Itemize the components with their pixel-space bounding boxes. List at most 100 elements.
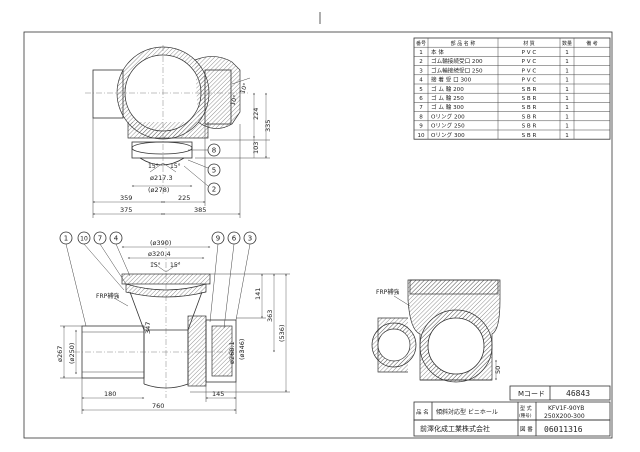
front-right-socket: [205, 319, 237, 383]
parts-table-cell: P V C: [522, 59, 537, 65]
top-body-base: [127, 122, 209, 139]
tb-company-row: [413, 419, 611, 437]
top-angle-mark-line: [231, 77, 251, 85]
parts-table-cell: ゴム輪接続受口 250: [431, 66, 483, 74]
top-dim-225: 225: [178, 194, 190, 202]
side-top-rim: [409, 279, 499, 295]
side-frp-label: FRP補強: [376, 288, 399, 296]
parts-table-cell: 1: [565, 78, 569, 84]
top-angle-10-a: 10°: [229, 94, 239, 106]
top-view: 15° 15° ø217.3 (ø278) 224 335 103 10° 10…: [85, 45, 272, 218]
front-leader-7: [99, 243, 127, 285]
front-dim-180: 180: [104, 390, 116, 398]
parts-table-cell: 本 体: [431, 48, 444, 56]
front-dim-320: ø320.4: [148, 250, 171, 258]
front-dim-347: 347: [144, 322, 152, 334]
front-balloon-1-label: 1: [64, 235, 68, 243]
top-balloon-8-label: 8: [212, 147, 216, 155]
front-right-socket-wall: [187, 315, 207, 387]
top-angle-line-r: [162, 162, 177, 173]
top-dim-224: 224: [252, 108, 260, 120]
top-dim-dia-outer: (ø278): [148, 186, 169, 194]
side-dim-50: 50: [494, 366, 502, 374]
parts-table-cell: Oリング 300: [431, 131, 465, 139]
top-balloon-2: [207, 182, 221, 196]
tb-model-label-2: (種号): [519, 412, 532, 419]
parts-table-cell: 5: [419, 87, 423, 93]
front-dim-346: (ø346): [238, 339, 246, 360]
parts-table-cell: Oリング 250: [431, 122, 465, 130]
front-angle-line-r: [165, 261, 181, 273]
front-balloons: 1 10 7 4 9 6 3: [59, 231, 257, 329]
front-leader-9: [209, 243, 219, 323]
front-balloon-4-label: 4: [114, 235, 119, 243]
parts-table-cell: S B R: [522, 114, 537, 120]
top-dim-359: 359: [120, 194, 132, 202]
parts-table-cell: P V C: [522, 78, 537, 84]
front-right-socket-ring: [211, 325, 233, 377]
parts-table-cell: 1: [565, 124, 569, 130]
parts-table-cell: ゴム輪接続受口 200: [431, 57, 483, 65]
top-dim-103: 103: [252, 142, 260, 154]
top-angle-right: 15°: [170, 163, 181, 170]
front-dim-536: (536): [278, 325, 286, 342]
parts-table-cell: 1: [565, 50, 569, 56]
front-dim-145: 145: [212, 390, 224, 398]
front-leader-1: [65, 243, 87, 327]
top-right-branch: [194, 56, 241, 129]
parts-table-cell: P V C: [522, 68, 537, 74]
top-balloon-8: [207, 143, 221, 157]
front-view: (ø390) ø320.4 15° 15° 347 141 363 (536) …: [56, 231, 290, 414]
front-dim-267: ø267: [56, 346, 64, 362]
top-balloon-2-label: 2: [212, 186, 216, 194]
tb-model-value-1: KFV1F-90YB: [548, 405, 584, 412]
front-dim-760: 760: [152, 402, 164, 410]
top-dim-dia: ø217.3: [150, 174, 173, 182]
parts-table-cell: 1: [565, 59, 569, 65]
side-frp-leader: [393, 295, 411, 307]
front-leader-6: [223, 243, 235, 329]
parts-table-cell: 1: [565, 87, 569, 93]
tb-company: 前澤化成工業株式会社: [420, 424, 490, 433]
tb-drawing-no: 06011316: [544, 425, 583, 434]
parts-table-cell: S B R: [522, 87, 537, 93]
parts-table-cell: 6: [419, 96, 423, 102]
tb-mcode-label: Mコード: [518, 390, 545, 398]
parts-table-cell: 接 着 受 口 300: [431, 76, 472, 84]
front-dim-268: ø268.1: [228, 341, 236, 364]
parts-table-header: 備 考: [586, 40, 598, 47]
tb-model-value-2: 250X200-300: [544, 413, 585, 420]
front-angle-line-l: [151, 261, 167, 273]
top-angle-line-l: [149, 162, 164, 173]
parts-table-cell: 9: [419, 124, 423, 130]
front-frp-leader: [113, 297, 129, 307]
top-balloon-5: [207, 163, 221, 177]
front-flange-curve: [125, 283, 207, 298]
tb-mcode-value: 46843: [566, 389, 590, 398]
parts-table-cell: 1: [565, 114, 569, 120]
front-dim-141: 141: [254, 288, 262, 300]
parts-table-cell: ゴ ム 輪 200: [431, 85, 464, 93]
front-balloon-10-label: 10: [80, 236, 88, 243]
front-dim-363: 363: [266, 310, 274, 322]
top-dim-375: 375: [120, 206, 132, 214]
parts-table-cell: S B R: [522, 105, 537, 111]
front-balloon-6-label: 6: [232, 235, 237, 243]
front-balloon-3-label: 3: [248, 235, 252, 243]
parts-table-cell: 1: [419, 50, 423, 56]
parts-table-cell: ゴ ム 輪 300: [431, 103, 464, 111]
side-left-ring-inner: [377, 328, 411, 362]
front-angle-l: 15°: [150, 262, 161, 269]
parts-table-border: [413, 37, 611, 140]
parts-table-header: 材 質: [523, 40, 535, 47]
parts-table-header: 番号: [416, 40, 426, 47]
parts-table-cell: S B R: [522, 124, 537, 130]
parts-table-cell: 3: [419, 68, 423, 74]
parts-table-cell: 4: [419, 78, 423, 84]
parts-table-cell: Oリング 200: [431, 112, 465, 120]
parts-table-cell: P V C: [522, 50, 537, 56]
side-view: FRP補強 50: [371, 279, 502, 383]
tb-name-label: 品 名: [416, 408, 429, 416]
